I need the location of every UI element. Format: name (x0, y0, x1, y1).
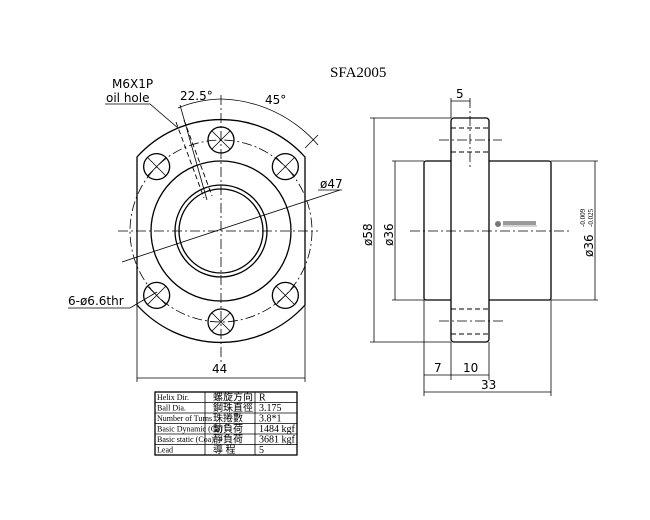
spec-label-cn: 珠捲數 (213, 412, 243, 425)
bolt-circle-label: ø47 (320, 177, 343, 191)
spec-value: 3681 kgf (259, 435, 296, 446)
angle-arc-22 (177, 98, 222, 109)
bolt-hole (271, 153, 299, 181)
drawing-title: SFA2005 (330, 65, 386, 81)
holes-label: 6-ø6.6thr (68, 294, 124, 308)
angle-arc-45 (220, 98, 319, 146)
flange-thickness-label: 5 (456, 87, 464, 101)
bolt-hole (271, 281, 299, 309)
spec-label: Ball Dia. (157, 404, 186, 413)
spec-value: 1484 kgf (259, 424, 296, 435)
flange-dia-label: ø58 (361, 223, 375, 246)
oil-hole-thread-label: M6X1P (112, 77, 153, 91)
spec-label: Number of Turns (157, 414, 212, 423)
spec-label: Basic Dynamic (Ca) (157, 425, 223, 434)
brand-logo (495, 221, 537, 227)
spec-value: 3.8*1 (259, 414, 282, 425)
angle-extension (304, 134, 319, 149)
bolt-circle-dim-line (121, 189, 341, 263)
table-row: Basic static (Coa)靜負荷 3681 kgf (157, 433, 296, 446)
spec-label-cn: 鋼珠直徑 (213, 401, 253, 414)
holes-leader (68, 291, 158, 309)
spec-label-cn: 螺旋方向 (213, 391, 253, 404)
table-row: Basic Dynamic (Ca)動負荷 1484 kgf (157, 422, 296, 435)
angle-22-5-label: 22.5° (180, 89, 213, 103)
angle-45-label: 45° (265, 93, 286, 107)
dim-10-label: 10 (463, 361, 478, 375)
dim-7-label: 7 (434, 361, 442, 375)
table-row: Helix Dir. 螺旋方向 R (157, 391, 266, 404)
width-label: 44 (212, 362, 227, 376)
spec-value: R (259, 393, 266, 404)
bolt-hole (143, 281, 171, 309)
bolt-hole (143, 153, 171, 181)
spec-label-cn: 導 程 (213, 443, 236, 456)
spec-label-cn: 動負荷 (213, 422, 243, 435)
oil-hole-label: oil hole (106, 91, 150, 105)
tolerance-lower: -0.025 (587, 208, 595, 227)
oil-hole-line (183, 119, 213, 197)
tolerance-upper: -0.009 (579, 208, 587, 227)
front-view: M6X1P oil hole 22.5° 45° ø47 6-ø6.6thr 4… (68, 77, 343, 382)
spec-label: Helix Dir. (157, 393, 189, 402)
spec-value: 5 (259, 445, 264, 456)
oil-hole-line (175, 121, 205, 199)
spec-value: 3.175 (259, 403, 282, 414)
spec-label: Basic static (Coa) (157, 435, 214, 444)
side-view: 5 ø58 ø36 ø36 -0.009 -0.025 7 10 33 (361, 87, 598, 396)
dim-33-label: 33 (481, 378, 496, 392)
body-dia-label: ø36 (382, 223, 396, 246)
table-row: Ball Dia. 鋼珠直徑 3.175 (157, 401, 282, 414)
spec-label-cn: 靜負荷 (213, 433, 243, 446)
table-row: Lead 導 程 5 (157, 443, 264, 456)
spec-label: Lead (157, 446, 173, 455)
oil-hole-axis (179, 104, 208, 201)
body-dia-tol-label: ø36 (582, 234, 596, 257)
oil-hole-leader (105, 103, 179, 129)
